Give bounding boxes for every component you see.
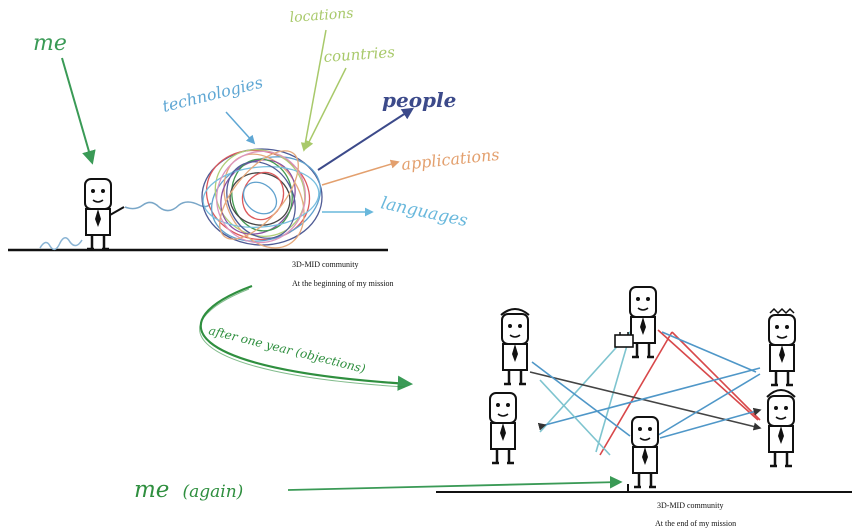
label-countries: countries (323, 43, 396, 66)
link-ne-to-se (671, 331, 761, 421)
arrow-technologies (225, 111, 256, 145)
arrow-me-again (287, 475, 623, 491)
caption-bottom-line2: At the end of my mission (655, 519, 736, 528)
arrow-applications (321, 159, 400, 186)
link-ne-to-sw (599, 331, 673, 456)
tangle-ball (201, 148, 323, 249)
cable-left (39, 237, 83, 251)
arrow-locations (300, 29, 327, 152)
label-me-again: me (again) (134, 477, 243, 503)
figure-w (488, 391, 518, 465)
label-technologies: technologies (160, 73, 264, 116)
after-year-arrow (199, 284, 414, 391)
wire-to-tangle (124, 201, 212, 212)
caption-bottom-line1: 3D-MID community (657, 501, 723, 510)
figure-se (766, 389, 796, 468)
link-top-to-mid (595, 341, 629, 453)
arrow-me (61, 57, 96, 165)
top-scene: me locations countries technologies peop… (8, 6, 500, 288)
link-c-to-e (659, 407, 762, 439)
link-nw-to-c (531, 361, 631, 437)
figure-top (614, 285, 658, 359)
link-nw-to-e (529, 371, 762, 431)
link-top-to-e (661, 331, 757, 373)
label-me-again-word: me (134, 477, 169, 503)
figure-nw (500, 308, 530, 386)
arrow-people (317, 107, 415, 171)
label-me: me (33, 31, 67, 56)
link-mid-cross (539, 379, 611, 456)
caption-top-line2: At the beginning of my mission (292, 279, 394, 288)
link-w-to-ne (537, 367, 761, 431)
label-locations: locations (289, 6, 354, 26)
label-languages: languages (379, 193, 470, 231)
me-again-group: me (again) (134, 475, 623, 503)
label-after-year: after one year (objections) (207, 323, 367, 376)
figure-me-again (630, 415, 660, 489)
bottom-scene: 3D-MID community At the end of my missio… (436, 285, 852, 528)
figure-ne (767, 307, 797, 387)
caption-top-line1: 3D-MID community (292, 260, 358, 269)
link-e-to-sw (649, 373, 761, 441)
transition: after one year (objections) (199, 284, 414, 391)
me-figure (83, 177, 125, 251)
label-applications: applications (400, 145, 500, 174)
arrow-countries (305, 67, 347, 150)
label-me-again-paren: (again) (183, 482, 244, 502)
network-links (529, 329, 762, 456)
label-people: people (382, 88, 456, 112)
link-top-to-se (657, 329, 759, 421)
